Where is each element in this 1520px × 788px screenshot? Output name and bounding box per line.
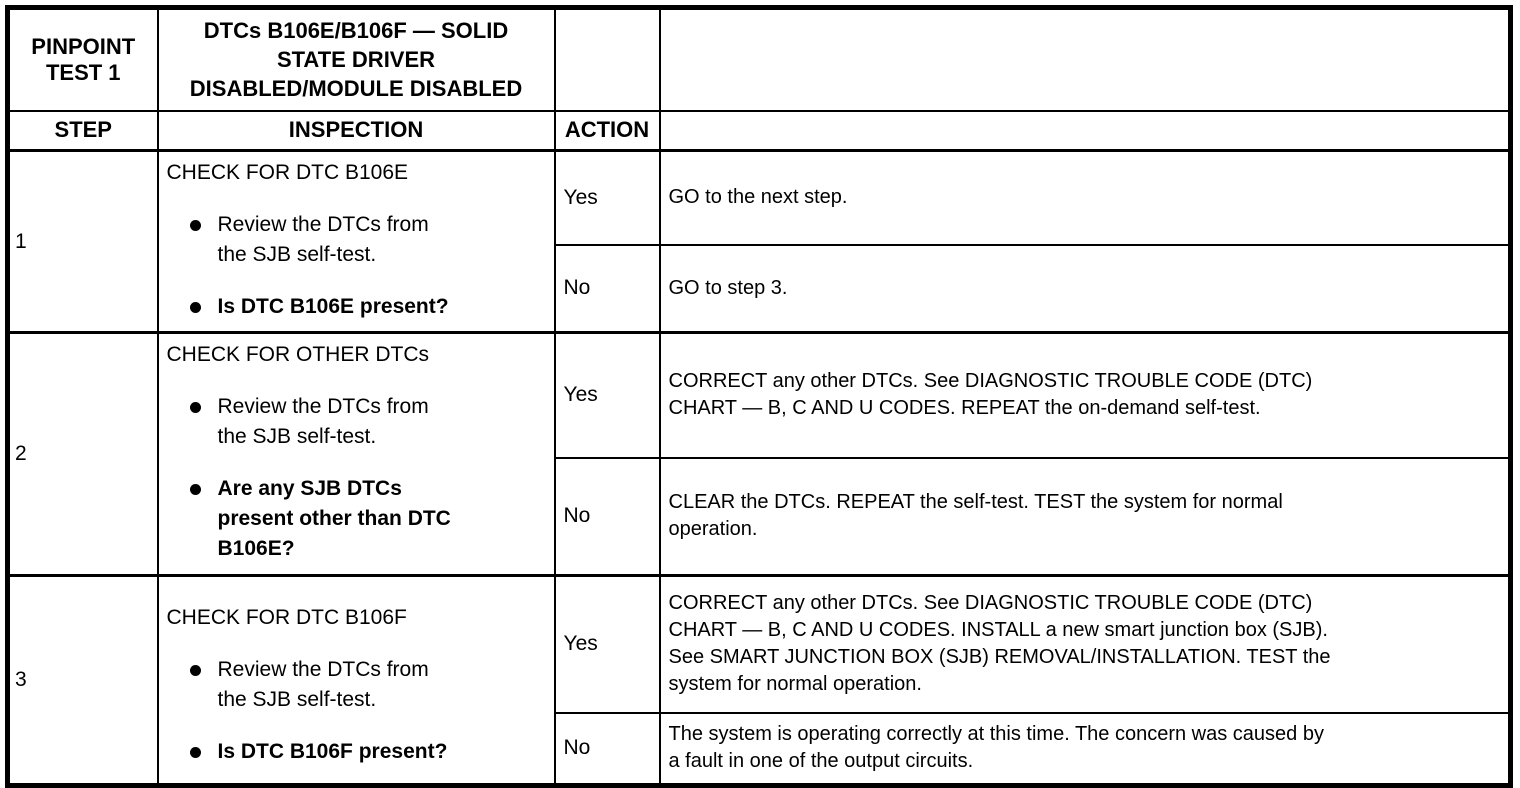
yes-cell: Yes	[553, 149, 661, 246]
inspection-check-title: CHECK FOR DTC B106E	[166, 161, 409, 184]
title-row-empty-cell-2	[658, 6, 1512, 112]
manual-page: PINPOINT TEST 1 DTCs B106E/B106F — SOLID…	[0, 5, 1520, 788]
inspection-cell: CHECK FOR OTHER DTCs Review the DTCs fro…	[156, 331, 556, 577]
pinpoint-test-label: PINPOINT TEST 1	[6, 6, 159, 112]
step-number-cell: 1	[6, 149, 159, 334]
inspection-bullet-item: Are any SJB DTCs present other than DTC …	[167, 474, 546, 564]
test-title: DTCs B106E/B106F — SOLID STATE DRIVER DI…	[156, 6, 556, 112]
no-action-cell: GO to step 3.	[658, 243, 1512, 334]
title-row-empty-cell-1	[553, 6, 661, 112]
inspection-check-title: CHECK FOR OTHER DTCs	[166, 343, 430, 366]
yes-cell: Yes	[553, 331, 661, 459]
inspection-check-title: CHECK FOR DTC B106F	[166, 606, 407, 629]
no-action-cell: CLEAR the DTCs. REPEAT the self-test. TE…	[658, 456, 1512, 577]
table-row: 1 CHECK FOR DTC B106E Review the DTCs fr…	[6, 149, 1512, 334]
bullet-icon	[189, 220, 201, 231]
inspection-cell: CHECK FOR DTC B106E Review the DTCs from…	[156, 149, 556, 334]
inspection-cell: CHECK FOR DTC B106F Review the DTCs from…	[156, 574, 556, 787]
yes-action-cell: CORRECT any other DTCs. See DIAGNOSTIC T…	[658, 574, 1512, 714]
no-cell: No	[553, 243, 661, 334]
inspection-bullet-item: Review the DTCs from the SJB self-test.	[167, 655, 546, 715]
step-number-cell: 2	[6, 331, 159, 577]
inspection-question-text: Is DTC B106E present?	[217, 295, 449, 318]
yes-action-cell: GO to the next step.	[658, 149, 1512, 246]
table-row: No GO to step 3.	[8, 243, 1512, 334]
step-number-cell: 3	[6, 574, 159, 787]
step-column-header: STEP	[6, 109, 159, 152]
yes-action-cell: CORRECT any other DTCs. See DIAGNOSTIC T…	[658, 331, 1512, 459]
inspection-bullet-item: Review the DTCs from the SJB self-test.	[167, 392, 546, 452]
inspection-bullet-text: Review the DTCs from the SJB self-test.	[217, 395, 429, 448]
inspection-bullet-item: Review the DTCs from the SJB self-test.	[167, 210, 546, 270]
bullet-icon	[189, 484, 201, 495]
yes-cell: Yes	[553, 574, 661, 714]
bullet-icon	[189, 665, 201, 676]
table-row: 3 CHECK FOR DTC B106F Review the DTCs fr…	[6, 574, 1512, 787]
header-row-empty-cell	[658, 109, 1512, 152]
action-column-header: ACTION	[553, 109, 661, 152]
bullet-icon	[189, 747, 201, 758]
pinpoint-test-table: PINPOINT TEST 1 DTCs B106E/B106F — SOLID…	[5, 5, 1513, 788]
table-row: No The system is operating correctly at …	[8, 711, 1512, 787]
bullet-icon	[189, 302, 201, 313]
inspection-bullet-item: Is DTC B106F present?	[167, 737, 546, 767]
no-cell: No	[553, 456, 661, 577]
inspection-question-text: Are any SJB DTCs present other than DTC …	[217, 477, 451, 560]
table-row: No CLEAR the DTCs. REPEAT the self-test.…	[8, 456, 1512, 577]
inspection-column-header: INSPECTION	[156, 109, 556, 152]
inspection-bullet-text: Review the DTCs from the SJB self-test.	[217, 213, 429, 266]
table-row: 2 CHECK FOR OTHER DTCs Review the DTCs f…	[6, 331, 1512, 577]
inspection-question-text: Is DTC B106F present?	[217, 740, 448, 763]
no-action-cell: The system is operating correctly at thi…	[658, 711, 1512, 787]
no-cell: No	[553, 711, 661, 787]
inspection-bullet-item: Is DTC B106E present?	[167, 292, 546, 322]
bullet-icon	[189, 402, 201, 413]
inspection-bullet-text: Review the DTCs from the SJB self-test.	[217, 658, 429, 711]
